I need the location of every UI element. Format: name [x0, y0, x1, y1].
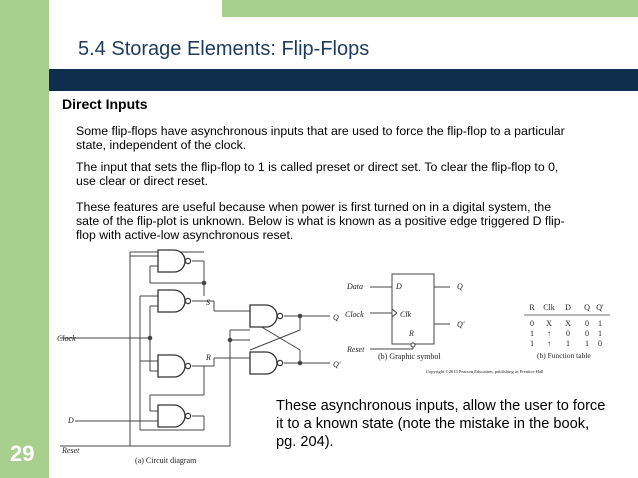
nand-gate-5: [249, 304, 284, 328]
symbol-clock-label: Clock: [345, 310, 364, 319]
copyright-notice: Copyright ©2013 Pearson Education, publi…: [426, 369, 544, 375]
function-table-cell: 1: [530, 329, 534, 338]
function-table-cell: 1: [566, 339, 570, 348]
symbol-caption: (b) Graphic symbol: [378, 352, 441, 361]
circuit-clock-label: Clock: [57, 334, 76, 343]
circuit-diagram: [60, 251, 330, 447]
function-table-cell: 0: [566, 329, 570, 338]
left-accent-band: [0, 0, 49, 478]
function-table-header: Q: [584, 303, 590, 312]
function-table-cell: X: [565, 319, 571, 328]
function-table-cell: 0: [530, 319, 534, 328]
symbol-r-pin: R: [408, 329, 414, 338]
slide-title: 5.4 Storage Elements: Flip-Flops: [78, 38, 370, 60]
symbol-d-pin: D: [395, 282, 402, 291]
function-table-cell: 0: [585, 319, 589, 328]
function-table-cell: 1: [585, 339, 589, 348]
symbol-q-output: Q: [457, 282, 463, 291]
circuit-qprime-label: Q′: [333, 360, 341, 369]
symbol-clk-pin: Clk: [400, 310, 412, 319]
function-table-cell: ↑: [547, 329, 551, 338]
section-heading: Direct Inputs: [62, 96, 148, 112]
function-table-cell: 1: [530, 339, 534, 348]
function-table-cell: 1: [598, 319, 602, 328]
graphic-symbol: [370, 273, 450, 350]
circuit-d-label: D: [67, 416, 74, 425]
nand-gate-2: [157, 289, 192, 313]
function-table-header: Clk: [543, 303, 555, 312]
paragraph-preset-clear: The input that sets the flip-flop to 1 i…: [76, 160, 559, 188]
slide-number: 29: [10, 441, 35, 466]
function-table-cell: 1: [598, 329, 602, 338]
circuit-q-label: Q: [333, 313, 339, 322]
function-table-header: Q′: [596, 303, 604, 312]
nand-gate-1: [157, 249, 192, 273]
symbol-qprime-output: Q′: [457, 320, 465, 329]
callout-text: These asynchronous inputs, allow the use…: [276, 398, 606, 450]
paragraph-power-on: These features are useful because when p…: [76, 200, 565, 242]
nand-gate-6: [249, 351, 284, 375]
function-table-caption: (b) Function table: [537, 351, 591, 360]
symbol-data-label: Data: [346, 282, 363, 291]
nand-gate-3: [157, 354, 192, 378]
circuit-r-label: R: [205, 353, 211, 362]
top-accent-band: [222, 0, 638, 17]
function-table-header: R: [529, 303, 535, 312]
title-underline-bar: [49, 69, 638, 91]
circuit-s-label: S: [206, 298, 210, 307]
function-table-cell: 0: [598, 339, 602, 348]
circuit-caption: (a) Circuit diagram: [135, 456, 197, 465]
function-table-header: D: [565, 303, 571, 312]
circuit-reset-label: Reset: [61, 446, 80, 455]
nand-gate-4: [157, 404, 192, 428]
symbol-reset-label: Reset: [346, 345, 365, 354]
paragraph-async-inputs: Some flip-flops have asynchronous inputs…: [76, 124, 565, 152]
function-table-cell: 0: [585, 329, 589, 338]
function-table-cell: ↑: [547, 339, 551, 348]
function-table-cell: X: [546, 319, 552, 328]
